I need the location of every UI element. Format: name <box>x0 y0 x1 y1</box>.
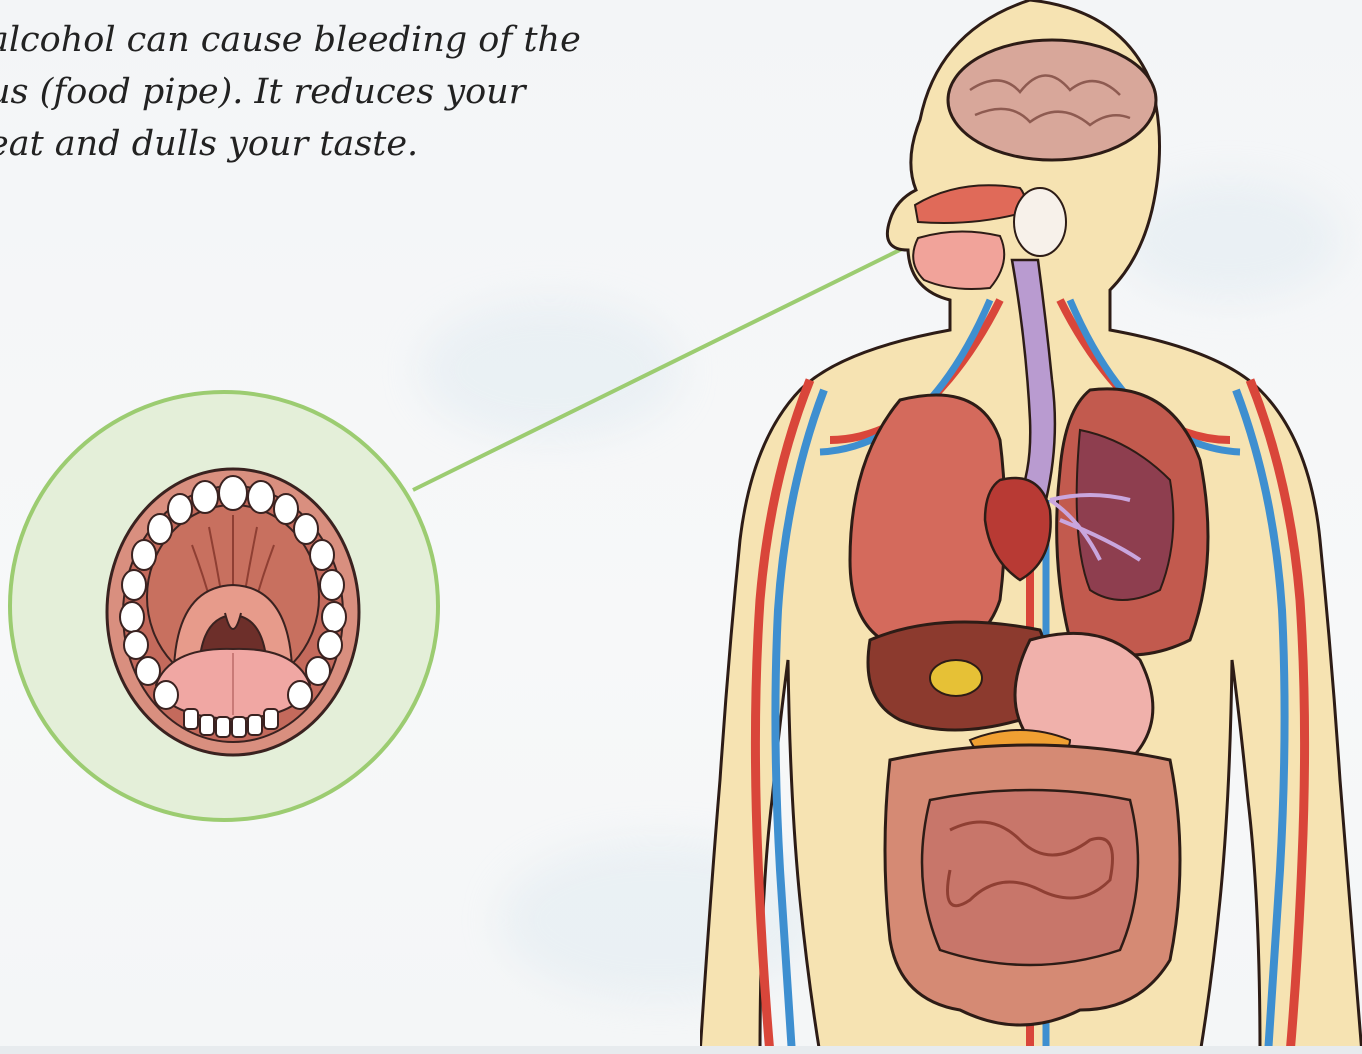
bottom-strip <box>0 1046 1362 1054</box>
open-mouth-illustration <box>104 467 364 767</box>
human-body-organs-illustration <box>700 0 1362 1054</box>
